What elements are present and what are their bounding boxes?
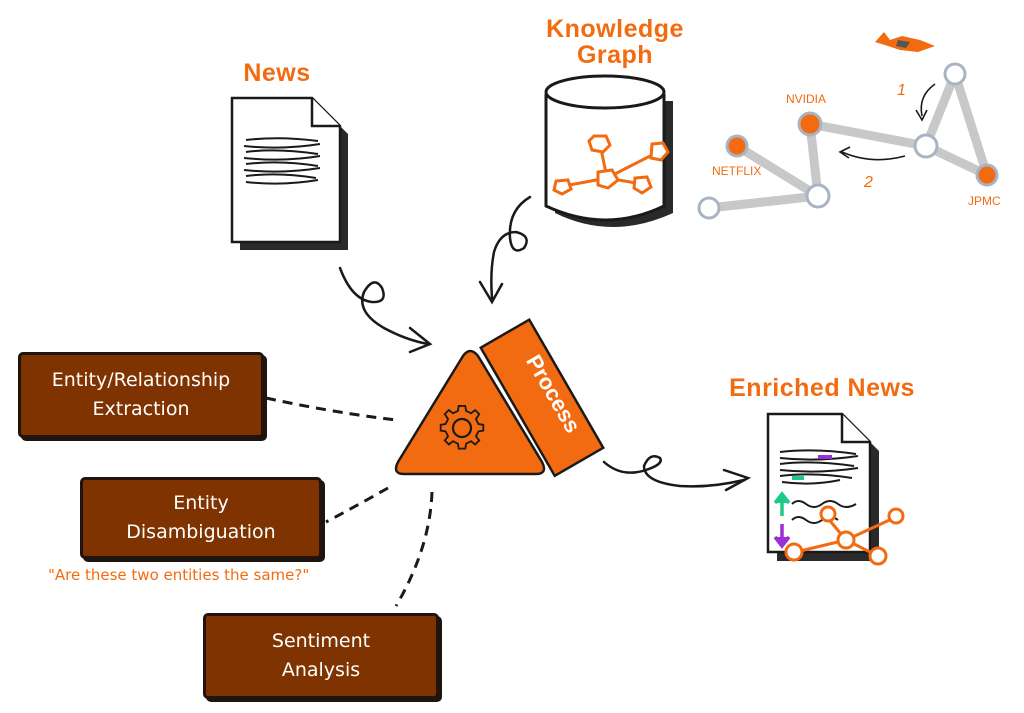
graph-node-label-nvidia: NVIDIA	[786, 92, 827, 106]
knowledge-graph-title-line2: Graph	[576, 41, 654, 70]
news-document-icon	[230, 96, 348, 250]
enriched-graph-overlay	[784, 505, 905, 566]
entity-disambiguation-box: Entity Disambiguation	[80, 477, 322, 559]
disambiguation-note: "Are these two entities the same?"	[48, 566, 310, 584]
sentiment-analysis-line2: Analysis	[281, 659, 361, 681]
graph-node-label-netflix: NETFLIX	[712, 164, 762, 178]
entity-disambiguation-line1: Entity	[173, 491, 229, 514]
process-triangle	[394, 349, 546, 476]
orange-bird-icon	[875, 32, 935, 52]
sentiment-analysis-line1: Sentiment	[271, 629, 371, 652]
entity-relationship-extraction-box: Entity/Relationship Extraction	[18, 352, 264, 438]
graph-step-2: 2	[864, 174, 873, 191]
process-tag	[479, 317, 605, 478]
entity-relationship-extraction-line2: Extraction	[92, 398, 190, 420]
enriched-news-title: Enriched News	[729, 374, 915, 402]
enriched-news-document-icon	[766, 412, 905, 566]
graph-example	[697, 32, 999, 220]
graph-node-label-jpmc: JPMC	[968, 194, 1001, 208]
sentiment-up-arrow-icon	[773, 476, 804, 516]
graph-step-1: 1	[897, 82, 906, 99]
knowledge-graph-database-icon	[544, 74, 673, 227]
sentiment-down-arrow-icon	[773, 455, 832, 549]
arrow-news-to-process	[338, 266, 433, 354]
dashed-connectors	[265, 396, 434, 607]
arrow-process-to-enriched	[602, 455, 752, 492]
arrow-kg-to-process	[478, 195, 532, 305]
knowledge-graph-title-line1: Knowledge	[546, 15, 684, 43]
news-title: News	[243, 59, 311, 87]
entity-disambiguation-line2: Disambiguation	[126, 521, 276, 543]
knowledge-graph-title: Knowledge Graph	[535, 16, 695, 69]
sentiment-analysis-box: Sentiment Analysis	[203, 613, 439, 699]
entity-relationship-extraction-line1: Entity/Relationship	[51, 368, 231, 391]
gear-icon	[439, 405, 485, 450]
